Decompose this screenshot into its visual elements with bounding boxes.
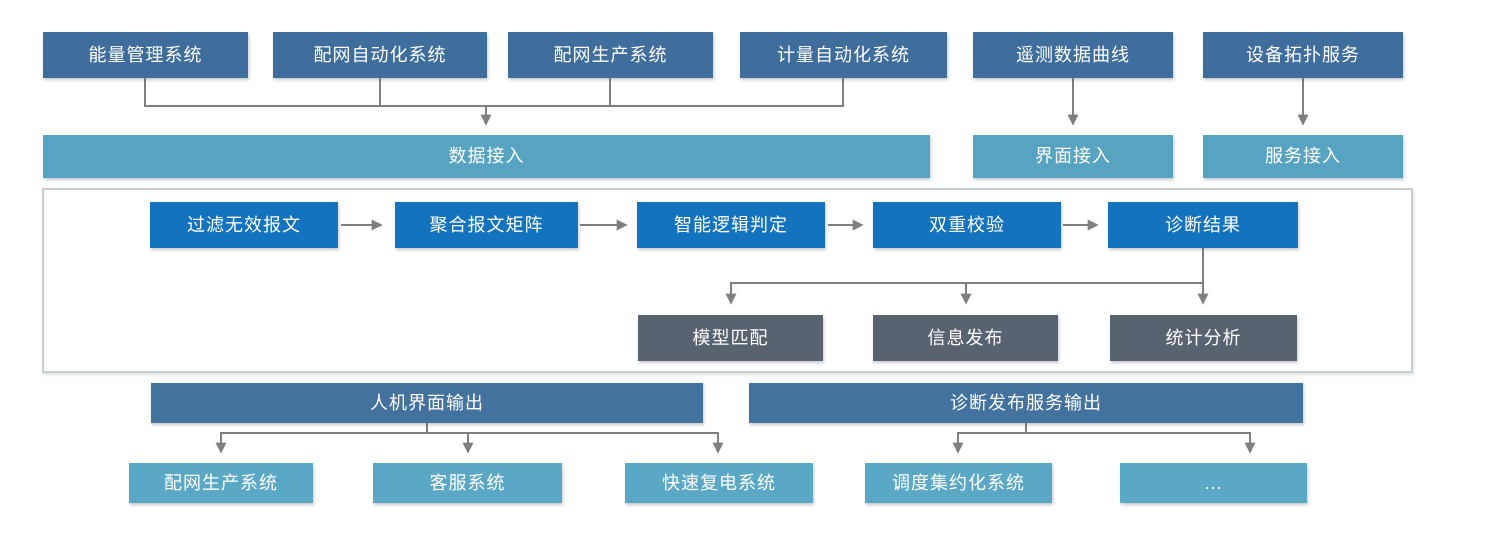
node-device-topology-service: 设备拓扑服务: [1203, 32, 1403, 78]
node-filter-invalid-messages: 过滤无效报文: [150, 202, 338, 248]
node-model-matching: 模型匹配: [638, 315, 823, 361]
node-target-ellipsis: ...: [1120, 463, 1307, 503]
node-target-customer-service: 客服系统: [373, 463, 562, 503]
node-diagnosis-publish-output: 诊断发布服务输出: [749, 383, 1303, 423]
node-data-access: 数据接入: [43, 135, 930, 178]
node-intelligent-logic-judgment: 智能逻辑判定: [637, 202, 825, 248]
node-info-publishing: 信息发布: [873, 315, 1058, 361]
node-hmi-output: 人机界面输出: [151, 383, 703, 423]
node-target-dispatch-intensive: 调度集约化系统: [865, 463, 1052, 503]
node-target-fast-power-restoration: 快速复电系统: [625, 463, 813, 503]
node-target-distribution-production: 配网生产系统: [129, 463, 313, 503]
node-metering-automation-system: 计量自动化系统: [740, 32, 947, 78]
node-diagnosis-result: 诊断结果: [1108, 202, 1298, 248]
node-double-verification: 双重校验: [873, 202, 1061, 248]
node-aggregate-message-matrix: 聚合报文矩阵: [395, 202, 578, 248]
node-distribution-production-system: 配网生产系统: [508, 32, 713, 78]
node-statistical-analysis: 统计分析: [1110, 315, 1297, 361]
node-distribution-automation-system: 配网自动化系统: [273, 32, 487, 78]
node-telemetry-data-curve: 遥测数据曲线: [973, 32, 1173, 78]
node-energy-management-system: 能量管理系统: [43, 32, 248, 78]
node-service-access: 服务接入: [1203, 135, 1403, 178]
processing-container: [42, 188, 1413, 373]
node-ui-access: 界面接入: [973, 135, 1173, 178]
